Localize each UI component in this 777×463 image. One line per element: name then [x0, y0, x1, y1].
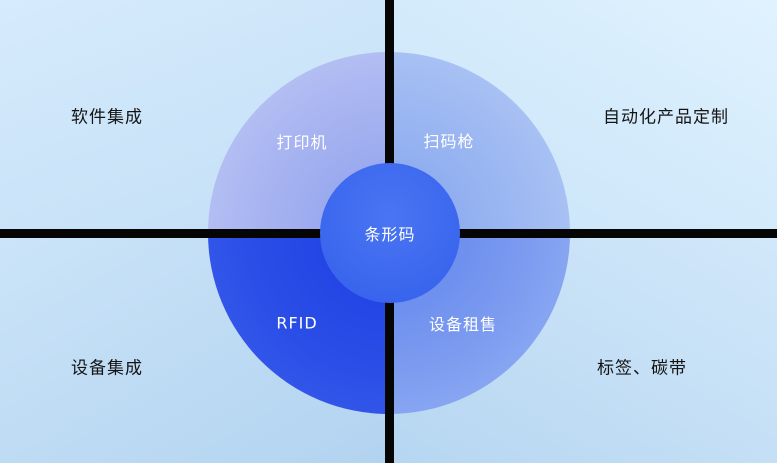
corner-label-labels-ribbons: 标签、碳带: [597, 358, 687, 379]
corner-label-equipment-integration: 设备集成: [71, 358, 143, 379]
segmented-circle: [208, 52, 570, 414]
segment-label-rental: 设备租售: [428, 315, 498, 334]
corner-label-automation-customization: 自动化产品定制: [603, 107, 729, 128]
segment-label-printer: 打印机: [276, 133, 328, 152]
center-circle-label: 条形码: [364, 225, 416, 244]
segment-label-scanner: 扫码枪: [423, 132, 475, 151]
segment-label-rfid: RFID: [276, 313, 318, 333]
corner-label-software-integration: 软件集成: [71, 107, 143, 128]
center-circle: 条形码: [320, 163, 460, 303]
